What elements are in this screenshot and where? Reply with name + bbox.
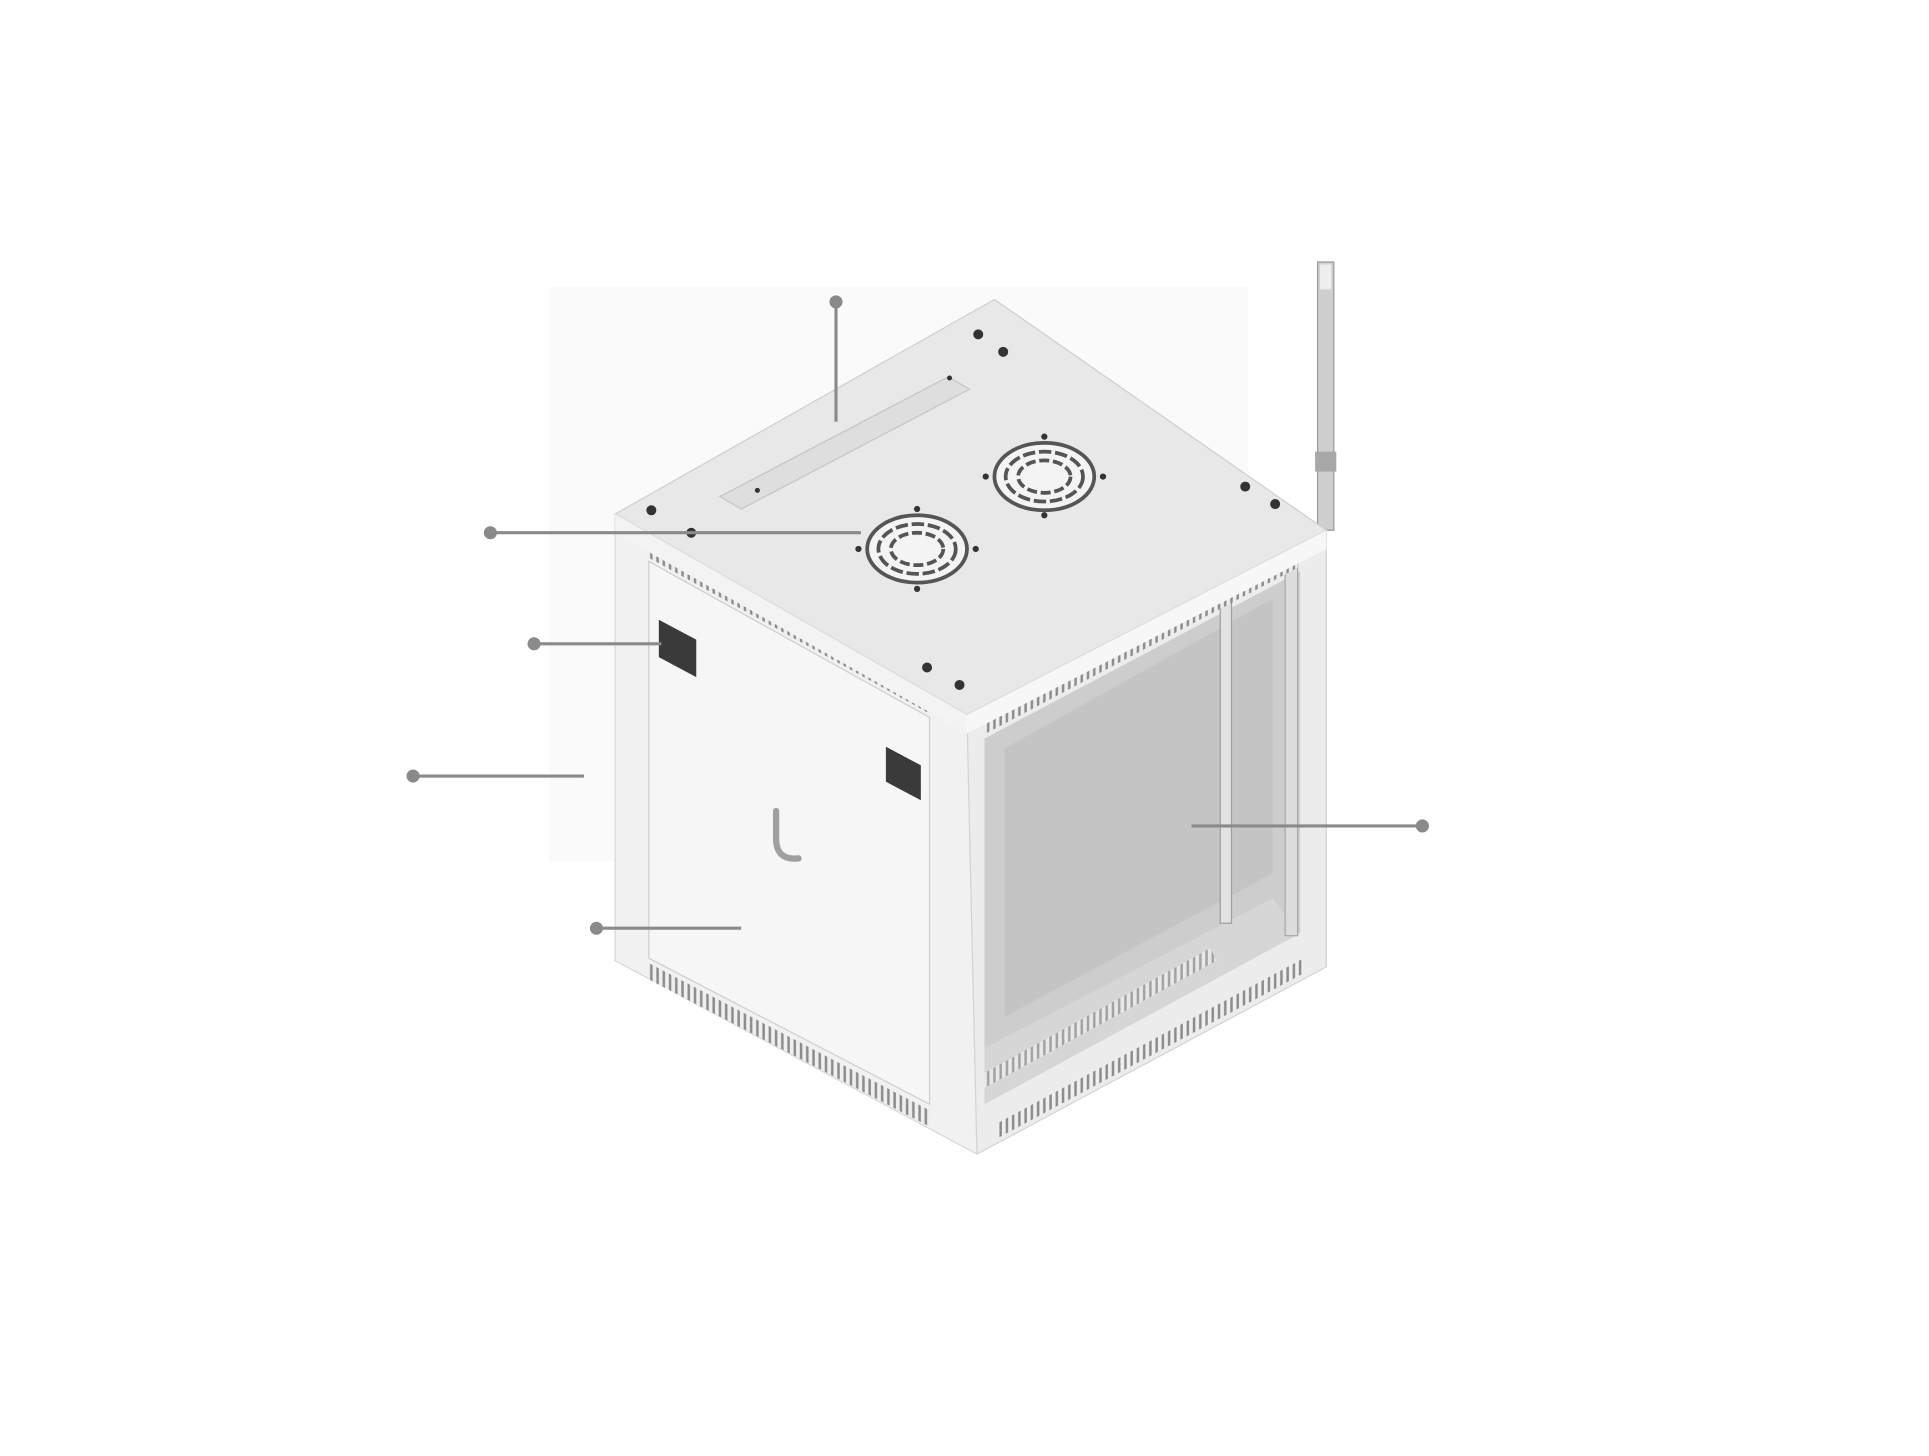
callout-side-lock bbox=[527, 637, 662, 651]
callout-rack-rail bbox=[1191, 819, 1429, 833]
top-edge bbox=[615, 514, 967, 734]
cable-entry-plate bbox=[718, 376, 971, 510]
lock-icon bbox=[885, 746, 921, 801]
callout-top-cable-entry bbox=[829, 295, 843, 422]
callout-fan bbox=[483, 526, 861, 540]
top-edge-right bbox=[966, 530, 1327, 734]
vent-bottom-right bbox=[998, 958, 1304, 1138]
fan-icon bbox=[865, 513, 969, 585]
top-face bbox=[613, 298, 1328, 716]
callout-wall-mount bbox=[406, 769, 584, 783]
lock-icon bbox=[658, 619, 697, 678]
rack-rail bbox=[1219, 598, 1233, 924]
side-rail bbox=[1284, 560, 1299, 937]
fan-icon bbox=[992, 441, 1097, 513]
vent-bottom-left bbox=[648, 963, 930, 1127]
floor-vent bbox=[984, 948, 1217, 1088]
interior-back-wall bbox=[1004, 598, 1273, 1017]
brand-logo-icon bbox=[772, 807, 802, 862]
screw-holes bbox=[646, 329, 1281, 690]
callout-side-panel bbox=[589, 921, 742, 935]
side-door-panel bbox=[648, 560, 931, 1106]
mount-pole bbox=[1315, 261, 1337, 531]
